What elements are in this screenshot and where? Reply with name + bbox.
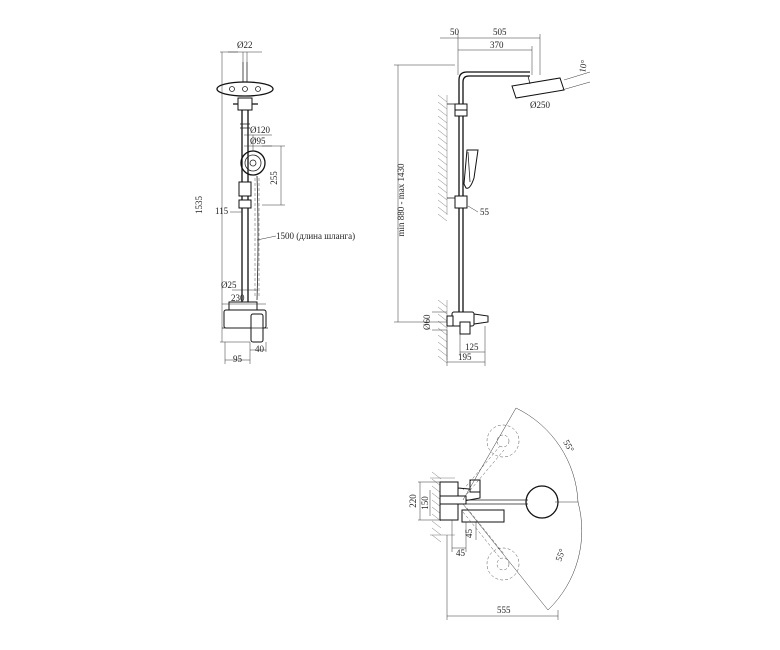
- wall-hatch: [437, 348, 448, 357]
- side-505-label: 505: [493, 27, 507, 37]
- top-overhead-shower: [525, 485, 559, 519]
- wall-hatch: [437, 192, 448, 201]
- wall-hatch: [437, 341, 448, 350]
- wall-hatch: [437, 355, 448, 364]
- top-mixer: [439, 479, 505, 523]
- top-view: 55° 55° 220 150 45 45 555: [408, 407, 582, 620]
- side-370-label: 370: [490, 40, 504, 50]
- side-range-label: min 880 - max 1430: [396, 163, 406, 236]
- side-55-label: 55: [480, 207, 490, 217]
- side-mixer: [446, 311, 489, 335]
- front-view: Ø22 Ø120 Ø95: [194, 40, 355, 364]
- front-95-label: 95: [233, 354, 243, 364]
- wall-hatch: [437, 157, 448, 166]
- top-swing-arc: [515, 407, 582, 611]
- wall-hatch: [437, 143, 448, 152]
- side-wall: [437, 94, 448, 364]
- side-d250-label: Ø250: [530, 100, 550, 110]
- top-45b-label: 45: [464, 529, 474, 539]
- front-255-label: 255: [269, 171, 279, 185]
- wall-hatch: [437, 185, 448, 194]
- front-230-label: 230: [231, 293, 245, 303]
- front-d22-label: Ø22: [237, 40, 253, 50]
- side-195-label: 195: [458, 352, 472, 362]
- front-overhead-shower: [216, 81, 274, 97]
- wall-hatch: [437, 178, 448, 187]
- wall-hatch: [437, 313, 448, 322]
- side-125-label: 125: [465, 342, 479, 352]
- side-overhead-shower: 10° Ø250: [511, 59, 591, 110]
- top-555-label: 555: [497, 605, 511, 615]
- wall-hatch: [437, 171, 448, 180]
- wall-hatch: [431, 471, 442, 480]
- side-50-label: 50: [450, 27, 460, 37]
- wall-hatch: [437, 108, 448, 117]
- front-hose: [256, 175, 259, 301]
- side-d60-label: Ø60: [422, 314, 432, 330]
- wall-hatch: [437, 101, 448, 110]
- front-d95-label: Ø95: [250, 136, 266, 146]
- top-swing-position-down: [486, 547, 520, 581]
- wall-hatch: [437, 164, 448, 173]
- front-d25-label: Ø25: [221, 280, 237, 290]
- wall-hatch: [437, 94, 448, 103]
- top-220-label: 220: [408, 494, 418, 508]
- front-115-label: 115: [215, 206, 229, 216]
- wall-hatch: [437, 327, 448, 336]
- wall-hatch: [437, 306, 448, 315]
- wall-hatch: [437, 136, 448, 145]
- side-hand-shower: [463, 149, 479, 189]
- wall-hatch: [431, 520, 442, 529]
- top-45a-label: 45: [456, 548, 466, 558]
- wall-hatch: [431, 534, 442, 543]
- front-40-label: 40: [255, 344, 265, 354]
- wall-hatch: [437, 129, 448, 138]
- top-angle-down-label: 55°: [553, 547, 567, 563]
- wall-hatch: [437, 299, 448, 308]
- front-1535-label: 1535: [194, 196, 204, 215]
- wall-hatch: [431, 527, 442, 536]
- front-hose-label: 1500 (длина шланга): [276, 231, 355, 241]
- side-10deg-label: 10°: [577, 59, 589, 74]
- top-swing-position-up: [486, 424, 520, 458]
- wall-hatch: [437, 122, 448, 131]
- wall-hatch: [437, 150, 448, 159]
- side-view: 50 505 370 10° Ø250 55: [394, 27, 591, 366]
- wall-hatch: [437, 213, 448, 222]
- wall-hatch: [437, 334, 448, 343]
- front-d120-label: Ø120: [250, 125, 270, 135]
- wall-hatch: [437, 206, 448, 215]
- top-150-label: 150: [420, 496, 430, 510]
- side-shower-arm: [458, 71, 530, 110]
- wall-hatch: [437, 199, 448, 208]
- wall-hatch: [437, 115, 448, 124]
